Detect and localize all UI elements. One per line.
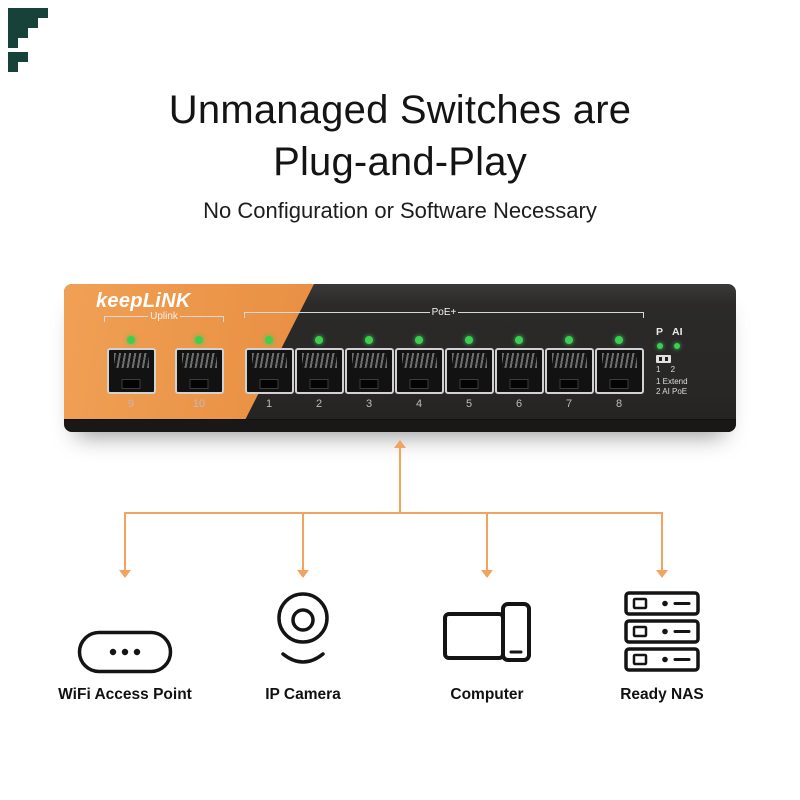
port-number: 6 (515, 398, 523, 410)
rj45-port (494, 348, 544, 394)
uplink-label: Uplink (150, 311, 178, 322)
rj45-port (544, 348, 594, 394)
title-line-1: Unmanaged Switches are (168, 88, 632, 132)
rj45-port (244, 348, 294, 394)
rj45-port (106, 348, 156, 394)
rj45-port (174, 348, 224, 394)
led-indicator (657, 343, 663, 349)
device-computer: Computer (407, 584, 567, 704)
arrow-down-icon (481, 570, 493, 578)
port-2: 2 (294, 336, 344, 410)
port-9: 9 (106, 336, 156, 410)
ip-camera-icon (271, 584, 335, 674)
device-label: IP Camera (265, 686, 341, 703)
switch-base (64, 419, 736, 432)
page-title: Unmanaged Switches are Plug-and-Play (0, 84, 800, 188)
extend-mode-label: 1 Extend (656, 377, 688, 386)
port-7: 7 (544, 336, 594, 410)
port-8: 8 (594, 336, 644, 410)
port-number: 5 (465, 398, 473, 410)
arrow-down-icon (656, 570, 668, 578)
wifi-access-point-icon (77, 584, 173, 674)
led-indicator (265, 336, 273, 344)
port-number: 3 (365, 398, 373, 410)
led-indicator (565, 336, 573, 344)
bracket-line (458, 312, 644, 318)
device-label: Computer (450, 686, 524, 703)
ai-indicator-label: AI (672, 326, 683, 338)
arrow-up-icon (394, 440, 406, 448)
poe-group-label: PoE+ (244, 308, 644, 318)
led-indicator (615, 336, 623, 344)
connector-stem (399, 448, 401, 514)
connector-drop (124, 514, 126, 572)
page-subtitle: No Configuration or Software Necessary (203, 198, 597, 223)
led-indicator (195, 336, 203, 344)
device-wifi-access-point: WiFi Access Point (25, 584, 225, 704)
rj45-port (444, 348, 494, 394)
network-switch: keepLiNK Uplink PoE+ 9 10 1 (64, 284, 736, 432)
led-indicator (127, 336, 135, 344)
led-indicator (315, 336, 323, 344)
port-number: 1 (265, 398, 273, 410)
dip-numbers: 1 2 (656, 365, 680, 374)
port-5: 5 (444, 336, 494, 410)
poe-label: PoE+ (431, 307, 457, 318)
led-indicator (365, 336, 373, 344)
connector-drop (302, 514, 304, 572)
led-indicator (415, 336, 423, 344)
dip-switch-icon (656, 355, 671, 363)
connector-drop (661, 514, 663, 572)
port-number: 2 (315, 398, 323, 410)
rj45-port (344, 348, 394, 394)
rj45-port (394, 348, 444, 394)
port-number: 9 (127, 398, 135, 410)
port-number: 8 (615, 398, 623, 410)
bracket-line (244, 312, 430, 318)
port-6: 6 (494, 336, 544, 410)
arrow-down-icon (297, 570, 309, 578)
port-number: 4 (415, 398, 423, 410)
port-4: 4 (394, 336, 444, 410)
indicator-letters: P AI (656, 326, 688, 338)
port-1: 1 (244, 336, 294, 410)
port-3: 3 (344, 336, 394, 410)
indicator-panel: P AI 1 2 1 Extend 2 AI PoE (656, 326, 688, 396)
device-ready-nas: Ready NAS (582, 584, 742, 704)
uplink-group-label: Uplink (104, 311, 225, 322)
indicator-leds (657, 343, 688, 349)
port-10: 10 (174, 336, 224, 410)
bracket-line (104, 316, 149, 322)
computer-icon (441, 584, 533, 674)
rj45-port (594, 348, 644, 394)
pixel-flag-icon (8, 8, 48, 72)
bracket-line (179, 316, 225, 322)
rj45-port (294, 348, 344, 394)
connector-bus (124, 512, 663, 514)
brand-logo: keepLiNK (96, 290, 191, 312)
title-line-2: Plug-and-Play (273, 140, 527, 184)
device-label: Ready NAS (620, 686, 704, 703)
device-label: WiFi Access Point (58, 686, 192, 703)
arrow-down-icon (119, 570, 131, 578)
led-indicator (515, 336, 523, 344)
port-number: 10 (192, 398, 206, 410)
connector-drop (486, 514, 488, 572)
ai-poe-mode-label: 2 AI PoE (656, 387, 688, 396)
p-indicator-label: P (656, 326, 664, 338)
nas-icon (624, 584, 700, 674)
led-indicator (465, 336, 473, 344)
port-number: 7 (565, 398, 573, 410)
led-indicator (674, 343, 680, 349)
device-ip-camera: IP Camera (223, 584, 383, 704)
